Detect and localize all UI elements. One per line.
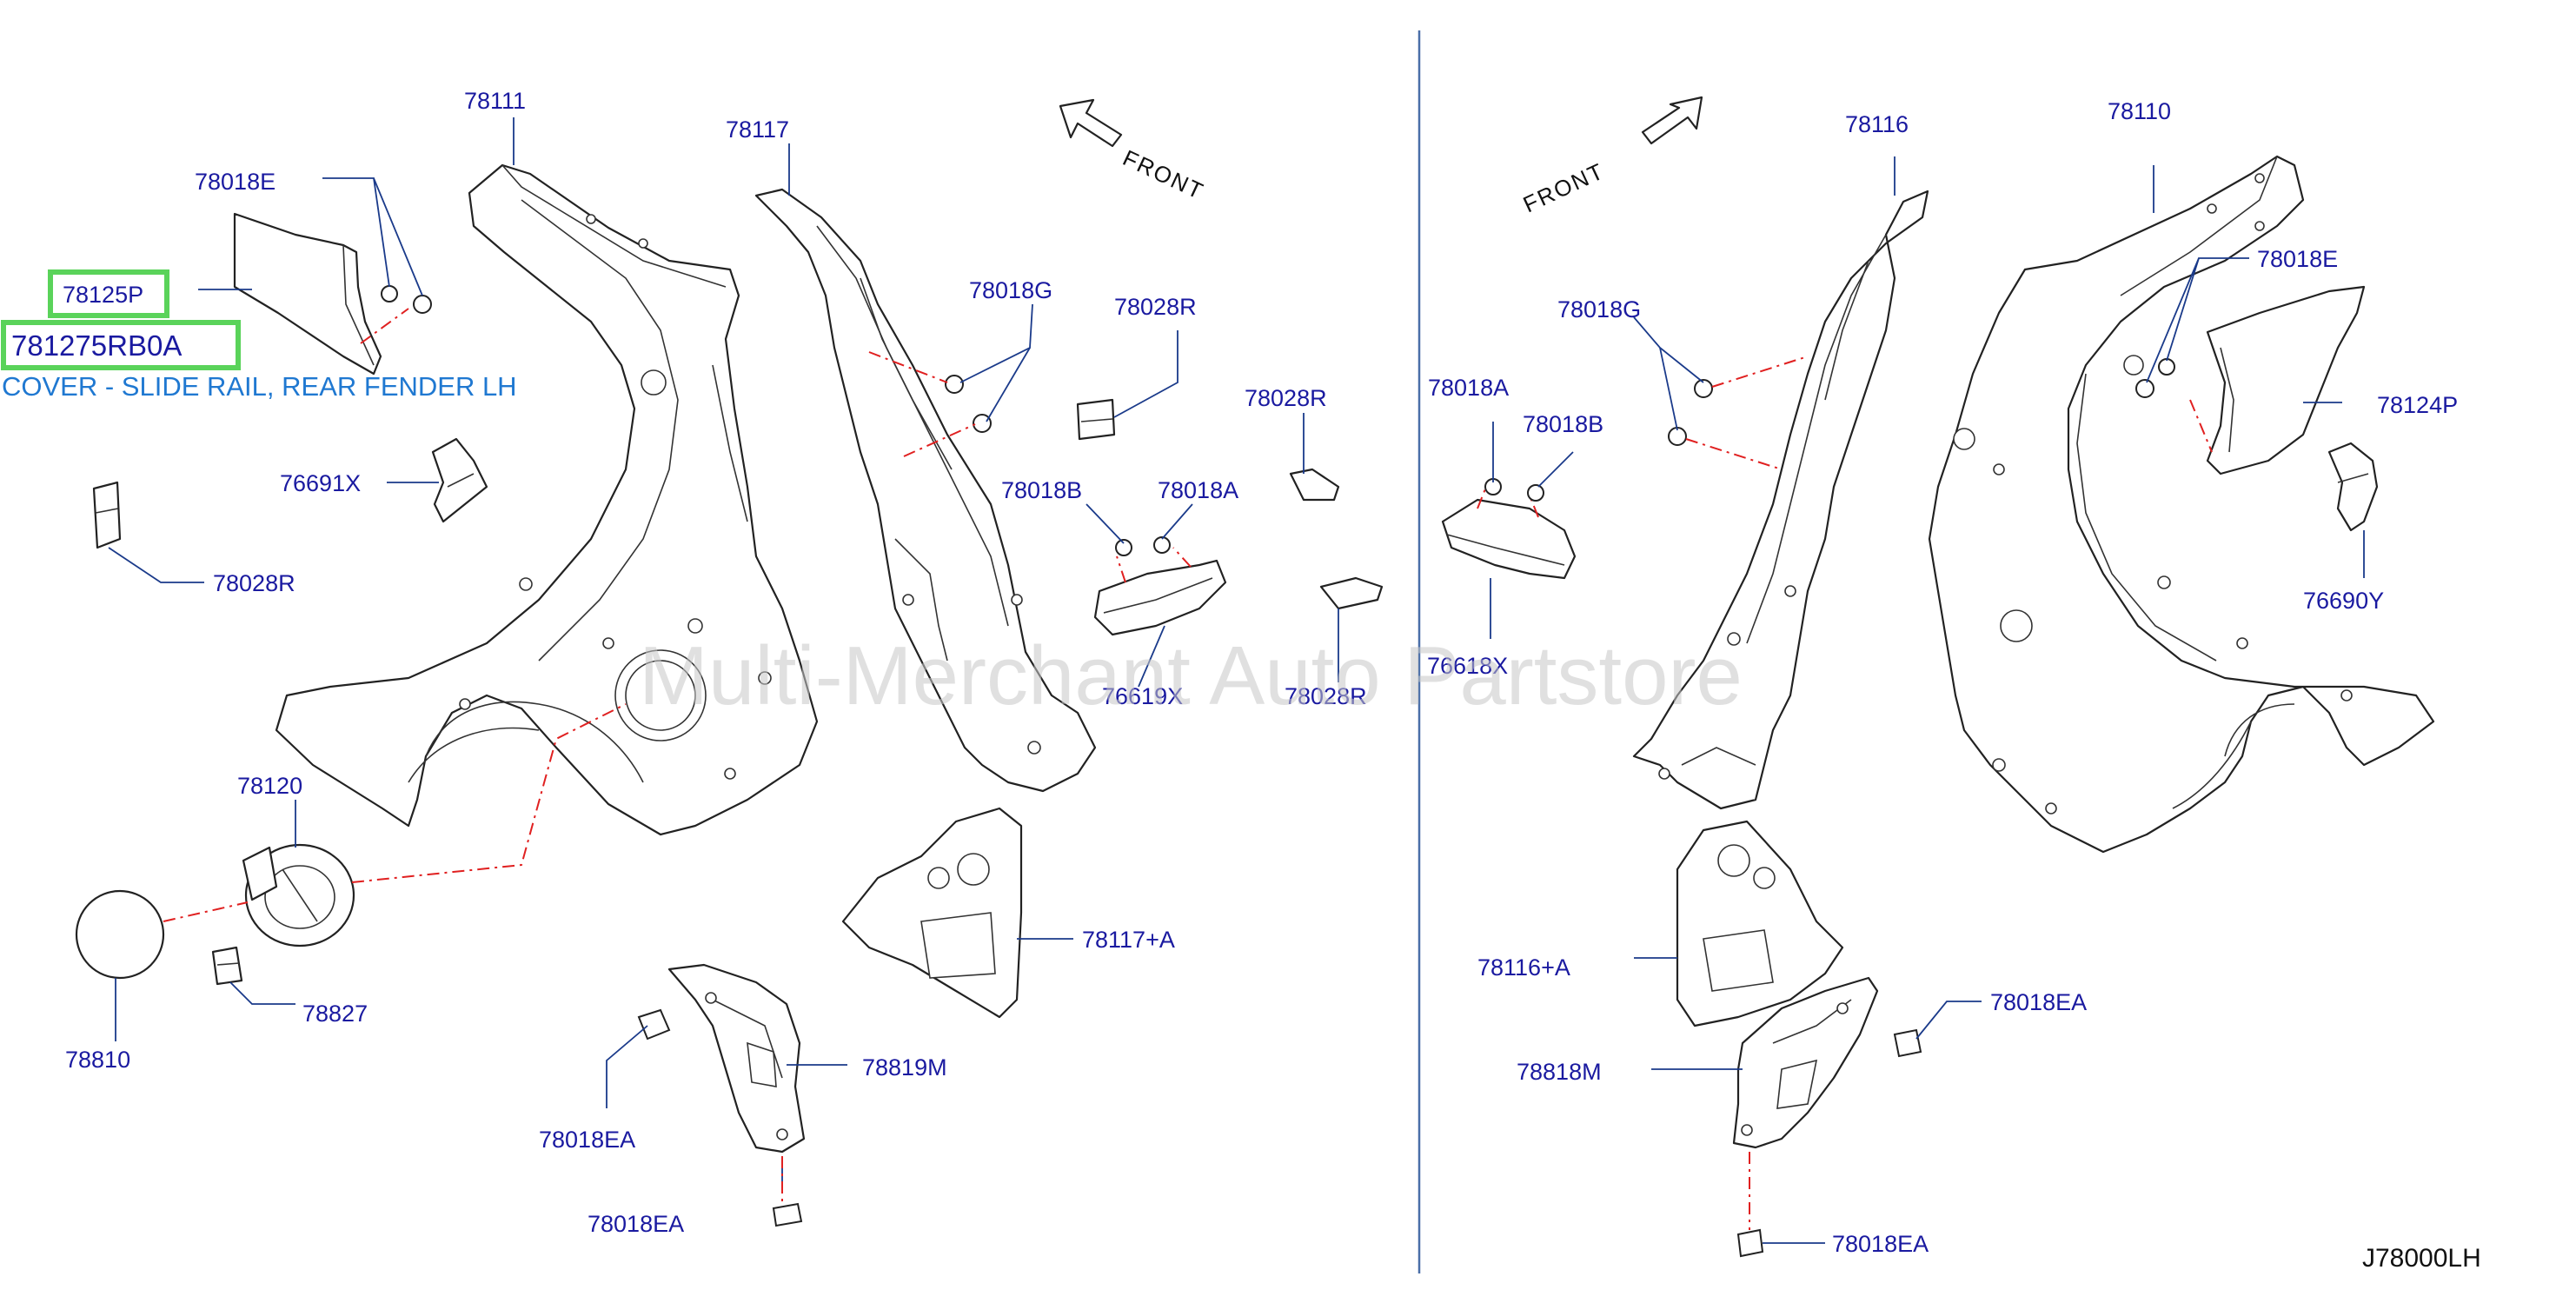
part-78124P-slide-rail-cover	[2189, 285, 2366, 475]
callout-78028R-left: 78028R	[213, 570, 295, 596]
part-78018EA-nuts-left	[637, 1008, 803, 1227]
part-78018EA-nuts-right	[1736, 1028, 1922, 1258]
part-78018E-clips-left	[381, 285, 432, 314]
callout-78028R-mid2: 78028R	[1245, 385, 1327, 411]
front-arrow-right: FRONT	[1519, 96, 1703, 217]
callout-78018B-right: 78018B	[1523, 411, 1603, 437]
part-78028R-bracket-mid-3	[1319, 576, 1384, 610]
callout-78018E-left: 78018E	[195, 169, 276, 195]
part-78028R-small-bracket-left	[92, 481, 122, 549]
callout-78018E-right: 78018E	[2257, 246, 2338, 272]
part-78120-fuel-filler-base	[242, 843, 355, 948]
callout-78028R-mid3: 78028R	[1285, 683, 1367, 709]
callout-78116: 78116	[1845, 111, 1909, 137]
callout-78018EA-right2: 78018EA	[1832, 1231, 1929, 1257]
highlight-part-78125P: 78125P	[63, 282, 143, 308]
part-78028R-bracket-mid-2	[1289, 468, 1340, 502]
part-78827-connector	[211, 946, 243, 986]
front-arrow-left: FRONT	[1059, 98, 1208, 205]
callout-76619X: 76619X	[1102, 683, 1183, 709]
part-78818M-bracket-right	[1732, 976, 1879, 1149]
callout-78124P: 78124P	[2377, 392, 2458, 418]
part-78116-rear-pillar-inner	[1632, 190, 1929, 810]
callout-78018EA-right1: 78018EA	[1990, 989, 2087, 1015]
callout-78018EA-left2: 78018EA	[588, 1211, 684, 1237]
callout-78818M: 78818M	[1517, 1059, 1602, 1085]
part-78116A-extension	[1676, 820, 1844, 1027]
part-78125P-slide-rail-cover	[233, 212, 409, 376]
highlight-part-number: 781275RB0A	[11, 329, 182, 362]
highlight-box-78125P	[48, 269, 169, 318]
callout-78110: 78110	[2108, 98, 2171, 124]
part-76690Y-bracket	[2327, 442, 2379, 532]
part-78117A-extension	[841, 807, 1023, 1019]
part-76619X-reinforcement	[1093, 547, 1227, 636]
callout-78827: 78827	[302, 1001, 368, 1027]
diagram-code: J78000LH	[2362, 1244, 2481, 1273]
part-78110-rear-fender-rh	[1928, 155, 2435, 854]
leader-lines	[108, 117, 2365, 1244]
part-78018E-clips-right	[2135, 358, 2175, 398]
part-78018G-clips-left	[945, 375, 992, 433]
highlight-description: COVER - SLIDE RAIL, REAR FENDER LH	[2, 371, 517, 402]
callout-78028R-mid1: 78028R	[1114, 294, 1197, 320]
callout-78111: 78111	[464, 88, 526, 114]
part-78018A-78018B-clips-right	[1484, 478, 1544, 502]
part-78018B-78018A-clips-left	[1115, 536, 1171, 556]
callout-78018B-left: 78018B	[1001, 477, 1082, 503]
highlight-group: 78125P 781275RB0A COVER - SLIDE RAIL, RE…	[1, 269, 517, 402]
callout-78819M: 78819M	[862, 1054, 947, 1081]
callout-78018A-left: 78018A	[1158, 477, 1238, 503]
highlight-box-781275RB0A	[1, 320, 241, 370]
front-label-left: FRONT	[1119, 144, 1208, 204]
part-76691X-bracket	[431, 437, 488, 523]
callout-78117: 78117	[726, 116, 789, 143]
callout-76691X: 76691X	[280, 470, 361, 496]
part-78819M-bracket-left	[667, 963, 806, 1154]
callout-78018A-right: 78018A	[1428, 375, 1509, 401]
part-78810-fuel-lid	[75, 889, 165, 980]
callout-78117A: 78117+A	[1082, 927, 1175, 953]
watermark: Multi-Merchant Auto Partstore	[639, 629, 1743, 722]
front-label-right: FRONT	[1519, 157, 1609, 217]
callout-78018G-left: 78018G	[969, 277, 1052, 303]
part-76618X-reinforcement	[1441, 486, 1577, 580]
part-78018G-clips-right	[1668, 379, 1713, 446]
part-78028R-bracket-mid-1	[1076, 398, 1116, 441]
callout-78120: 78120	[237, 773, 302, 799]
callout-78116A: 78116+A	[1477, 954, 1570, 981]
callout-78018EA-left1: 78018EA	[539, 1127, 635, 1153]
part-78117-rear-pillar-inner	[754, 188, 1097, 793]
callout-78018G-right: 78018G	[1557, 296, 1641, 322]
callout-76618X: 76618X	[1427, 653, 1508, 679]
callout-76690Y: 76690Y	[2303, 588, 2384, 614]
part-78111-rear-fender-lh	[275, 163, 819, 836]
callout-78810: 78810	[65, 1047, 130, 1073]
